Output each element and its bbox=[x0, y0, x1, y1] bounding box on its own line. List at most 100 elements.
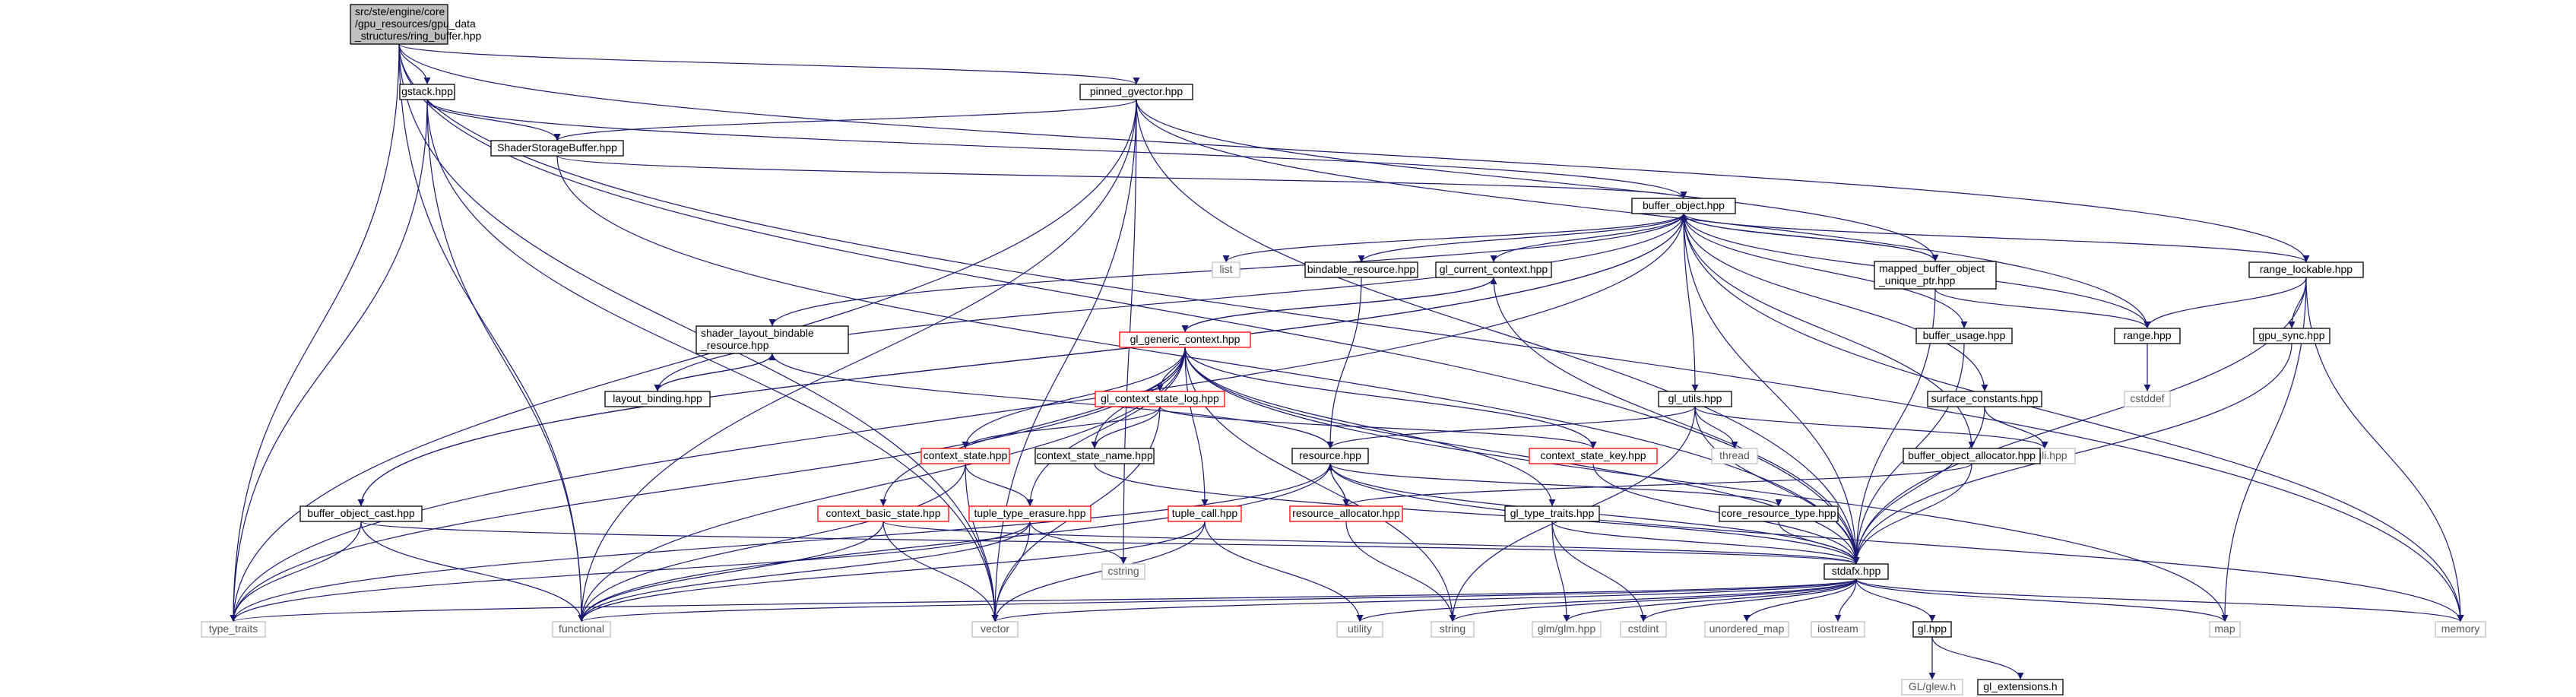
node-box-memory bbox=[2435, 621, 2486, 638]
node-box-pinned bbox=[1079, 84, 1193, 100]
edge-stdafx-to-string bbox=[1449, 578, 1857, 623]
node-label-bo: buffer_object.hpp bbox=[1643, 199, 1725, 211]
file-nodes: src/ste/engine/core/gpu_resources/gpu_da… bbox=[201, 4, 2486, 695]
edge-pinned-to-vector bbox=[991, 99, 1137, 623]
edge-gltt-to-glm bbox=[1551, 521, 1570, 623]
edge-boalloc-to-stdafx bbox=[1852, 463, 1972, 565]
node-box-map bbox=[2209, 621, 2241, 638]
edge-ctxname-to-stdafx bbox=[1094, 463, 1860, 565]
node-box-cstddef bbox=[2124, 391, 2171, 407]
node-box-typetraits bbox=[201, 621, 266, 638]
edge-stdafx-to-typetraits bbox=[230, 578, 1857, 623]
node-label-rlock: range_lockable.hpp bbox=[2260, 263, 2353, 275]
node-gpusync[interactable]: gpu_sync.hpp bbox=[2253, 328, 2330, 344]
node-label-glext: gl_extensions.h bbox=[1983, 680, 2057, 692]
node-iostream: iostream bbox=[1811, 621, 1865, 638]
node-label-utility: utility bbox=[1348, 623, 1372, 635]
node-vector: vector bbox=[971, 621, 1019, 638]
node-glutils[interactable]: gl_utils.hpp bbox=[1658, 391, 1732, 407]
edge-glutils-to-thread bbox=[1694, 406, 1738, 449]
node-ssbo[interactable]: ShaderStorageBuffer.hpp bbox=[490, 140, 624, 157]
node-gstack[interactable]: gstack.hpp bbox=[399, 84, 455, 100]
node-label-root: _structures/ring_buffer.hpp bbox=[354, 30, 482, 42]
edge-resource-to-crt bbox=[1329, 463, 1782, 507]
node-crt[interactable]: core_resource_type.hpp bbox=[1719, 505, 1839, 522]
edge-glgen-to-ctxstate bbox=[962, 347, 1186, 449]
node-gl[interactable]: gl.hpp bbox=[1912, 621, 1952, 638]
node-range[interactable]: range.hpp bbox=[2114, 328, 2181, 344]
node-stdafx[interactable]: stdafx.hpp bbox=[1823, 563, 1889, 580]
edge-bindres-to-resource bbox=[1326, 277, 1362, 449]
node-resalloc[interactable]: resource_allocator.hpp bbox=[1289, 505, 1403, 522]
edge-resource-to-functional bbox=[578, 463, 1331, 623]
node-glext[interactable]: gl_extensions.h bbox=[1977, 679, 2064, 695]
edge-lbind-to-slbr bbox=[657, 353, 776, 392]
node-label-ctxname: context_state_name.hpp bbox=[1036, 449, 1153, 461]
edge-glgen-to-glctxlog bbox=[1156, 347, 1186, 392]
node-box-bo bbox=[1631, 198, 1736, 214]
node-label-typetraits: type_traits bbox=[209, 623, 258, 635]
node-ctxname[interactable]: context_state_name.hpp bbox=[1035, 448, 1155, 464]
edge-gstack-to-functional bbox=[426, 99, 585, 623]
node-ctxkey[interactable]: context_state_key.hpp bbox=[1529, 448, 1658, 464]
node-bo[interactable]: buffer_object.hpp bbox=[1631, 198, 1736, 214]
node-glgen[interactable]: gl_generic_context.hpp bbox=[1119, 331, 1251, 348]
edge-boalloc-to-resalloc bbox=[1342, 463, 1972, 507]
edge-bocast-to-bo bbox=[360, 213, 1687, 507]
edge-stdafx-to-cstdint bbox=[1640, 578, 1857, 623]
edge-bocast-to-typetraits bbox=[230, 521, 362, 623]
node-gltt[interactable]: gl_type_traits.hpp bbox=[1504, 505, 1600, 522]
edge-glgen-to-functional bbox=[578, 347, 1186, 623]
node-label-cstddef: cstddef bbox=[2130, 392, 2164, 404]
node-surfc[interactable]: surface_constants.hpp bbox=[1927, 391, 2042, 407]
node-label-glutils: gl_utils.hpp bbox=[1668, 392, 1722, 404]
node-box-glcur bbox=[1435, 261, 1552, 278]
node-typetraits: type_traits bbox=[201, 621, 266, 638]
node-label-boalloc: buffer_object_allocator.hpp bbox=[1908, 449, 2036, 461]
node-glcur[interactable]: gl_current_context.hpp bbox=[1435, 261, 1552, 278]
edge-stdafx-to-map bbox=[1855, 578, 2229, 623]
node-lbind[interactable]: layout_binding.hpp bbox=[604, 391, 711, 407]
node-box-gstack bbox=[399, 84, 455, 100]
edge-ssbo-to-bo bbox=[556, 155, 1687, 199]
node-mbo[interactable]: mapped_buffer_object_unique_ptr.hpp bbox=[1874, 261, 1997, 290]
node-label-glew: GL/glew.h bbox=[1909, 680, 1956, 692]
node-slbr[interactable]: shader_layout_bindable_resource.hpp bbox=[695, 325, 849, 354]
node-glctxlog[interactable]: gl_context_state_log.hpp bbox=[1095, 391, 1225, 407]
node-ctxstate[interactable]: context_state.hpp bbox=[920, 448, 1010, 464]
edge-bo-to-stdafx bbox=[1683, 213, 1860, 565]
node-label-ctxstate: context_state.hpp bbox=[924, 449, 1008, 461]
node-label-stdafx: stdafx.hpp bbox=[1832, 565, 1881, 577]
node-label-root: /gpu_resources/gpu_data bbox=[355, 17, 476, 30]
edge-ctxbasic-to-stdafx bbox=[882, 521, 1860, 565]
edge-glgen-to-glcur bbox=[1184, 277, 1497, 333]
node-box-resalloc bbox=[1289, 505, 1403, 522]
node-box-resource bbox=[1291, 448, 1369, 464]
edge-tte-to-cstring bbox=[1029, 521, 1127, 565]
node-box-functional bbox=[552, 621, 611, 638]
node-bufuse[interactable]: buffer_usage.hpp bbox=[1915, 328, 2013, 344]
node-label-slbr: _resource.hpp bbox=[700, 339, 769, 351]
node-utility: utility bbox=[1336, 621, 1383, 638]
edge-glutils-to-stdafx bbox=[1694, 406, 1860, 565]
node-boalloc[interactable]: buffer_object_allocator.hpp bbox=[1903, 448, 2041, 464]
edge-ctxstate-to-vector bbox=[965, 463, 999, 623]
node-box-glew bbox=[1901, 679, 1963, 695]
node-glm: glm/glm.hpp bbox=[1532, 621, 1602, 638]
node-bocast[interactable]: buffer_object_cast.hpp bbox=[299, 505, 423, 522]
node-rlock[interactable]: range_lockable.hpp bbox=[2248, 261, 2364, 278]
node-bindres[interactable]: bindable_resource.hpp bbox=[1304, 261, 1418, 278]
node-tte[interactable]: tuple_type_erasure.hpp bbox=[968, 505, 1092, 522]
edge-ctxstate-to-functional bbox=[578, 463, 966, 623]
node-label-mbo: _unique_ptr.hpp bbox=[1878, 274, 1956, 287]
node-label-bindres: bindable_resource.hpp bbox=[1307, 263, 1416, 275]
node-resource[interactable]: resource.hpp bbox=[1291, 448, 1369, 464]
node-tcall[interactable]: tuple_call.hpp bbox=[1168, 505, 1242, 522]
node-ctxbasic[interactable]: context_basic_state.hpp bbox=[817, 505, 949, 522]
node-pinned[interactable]: pinned_gvector.hpp bbox=[1079, 84, 1193, 100]
edge-bocast-to-stdafx bbox=[360, 521, 1859, 565]
node-root[interactable]: src/ste/engine/core/gpu_resources/gpu_da… bbox=[350, 4, 482, 45]
edge-root-to-rlock bbox=[398, 43, 2310, 263]
edge-resource-to-memory bbox=[1329, 463, 2464, 623]
edge-surfc-to-gli bbox=[1984, 406, 2048, 449]
